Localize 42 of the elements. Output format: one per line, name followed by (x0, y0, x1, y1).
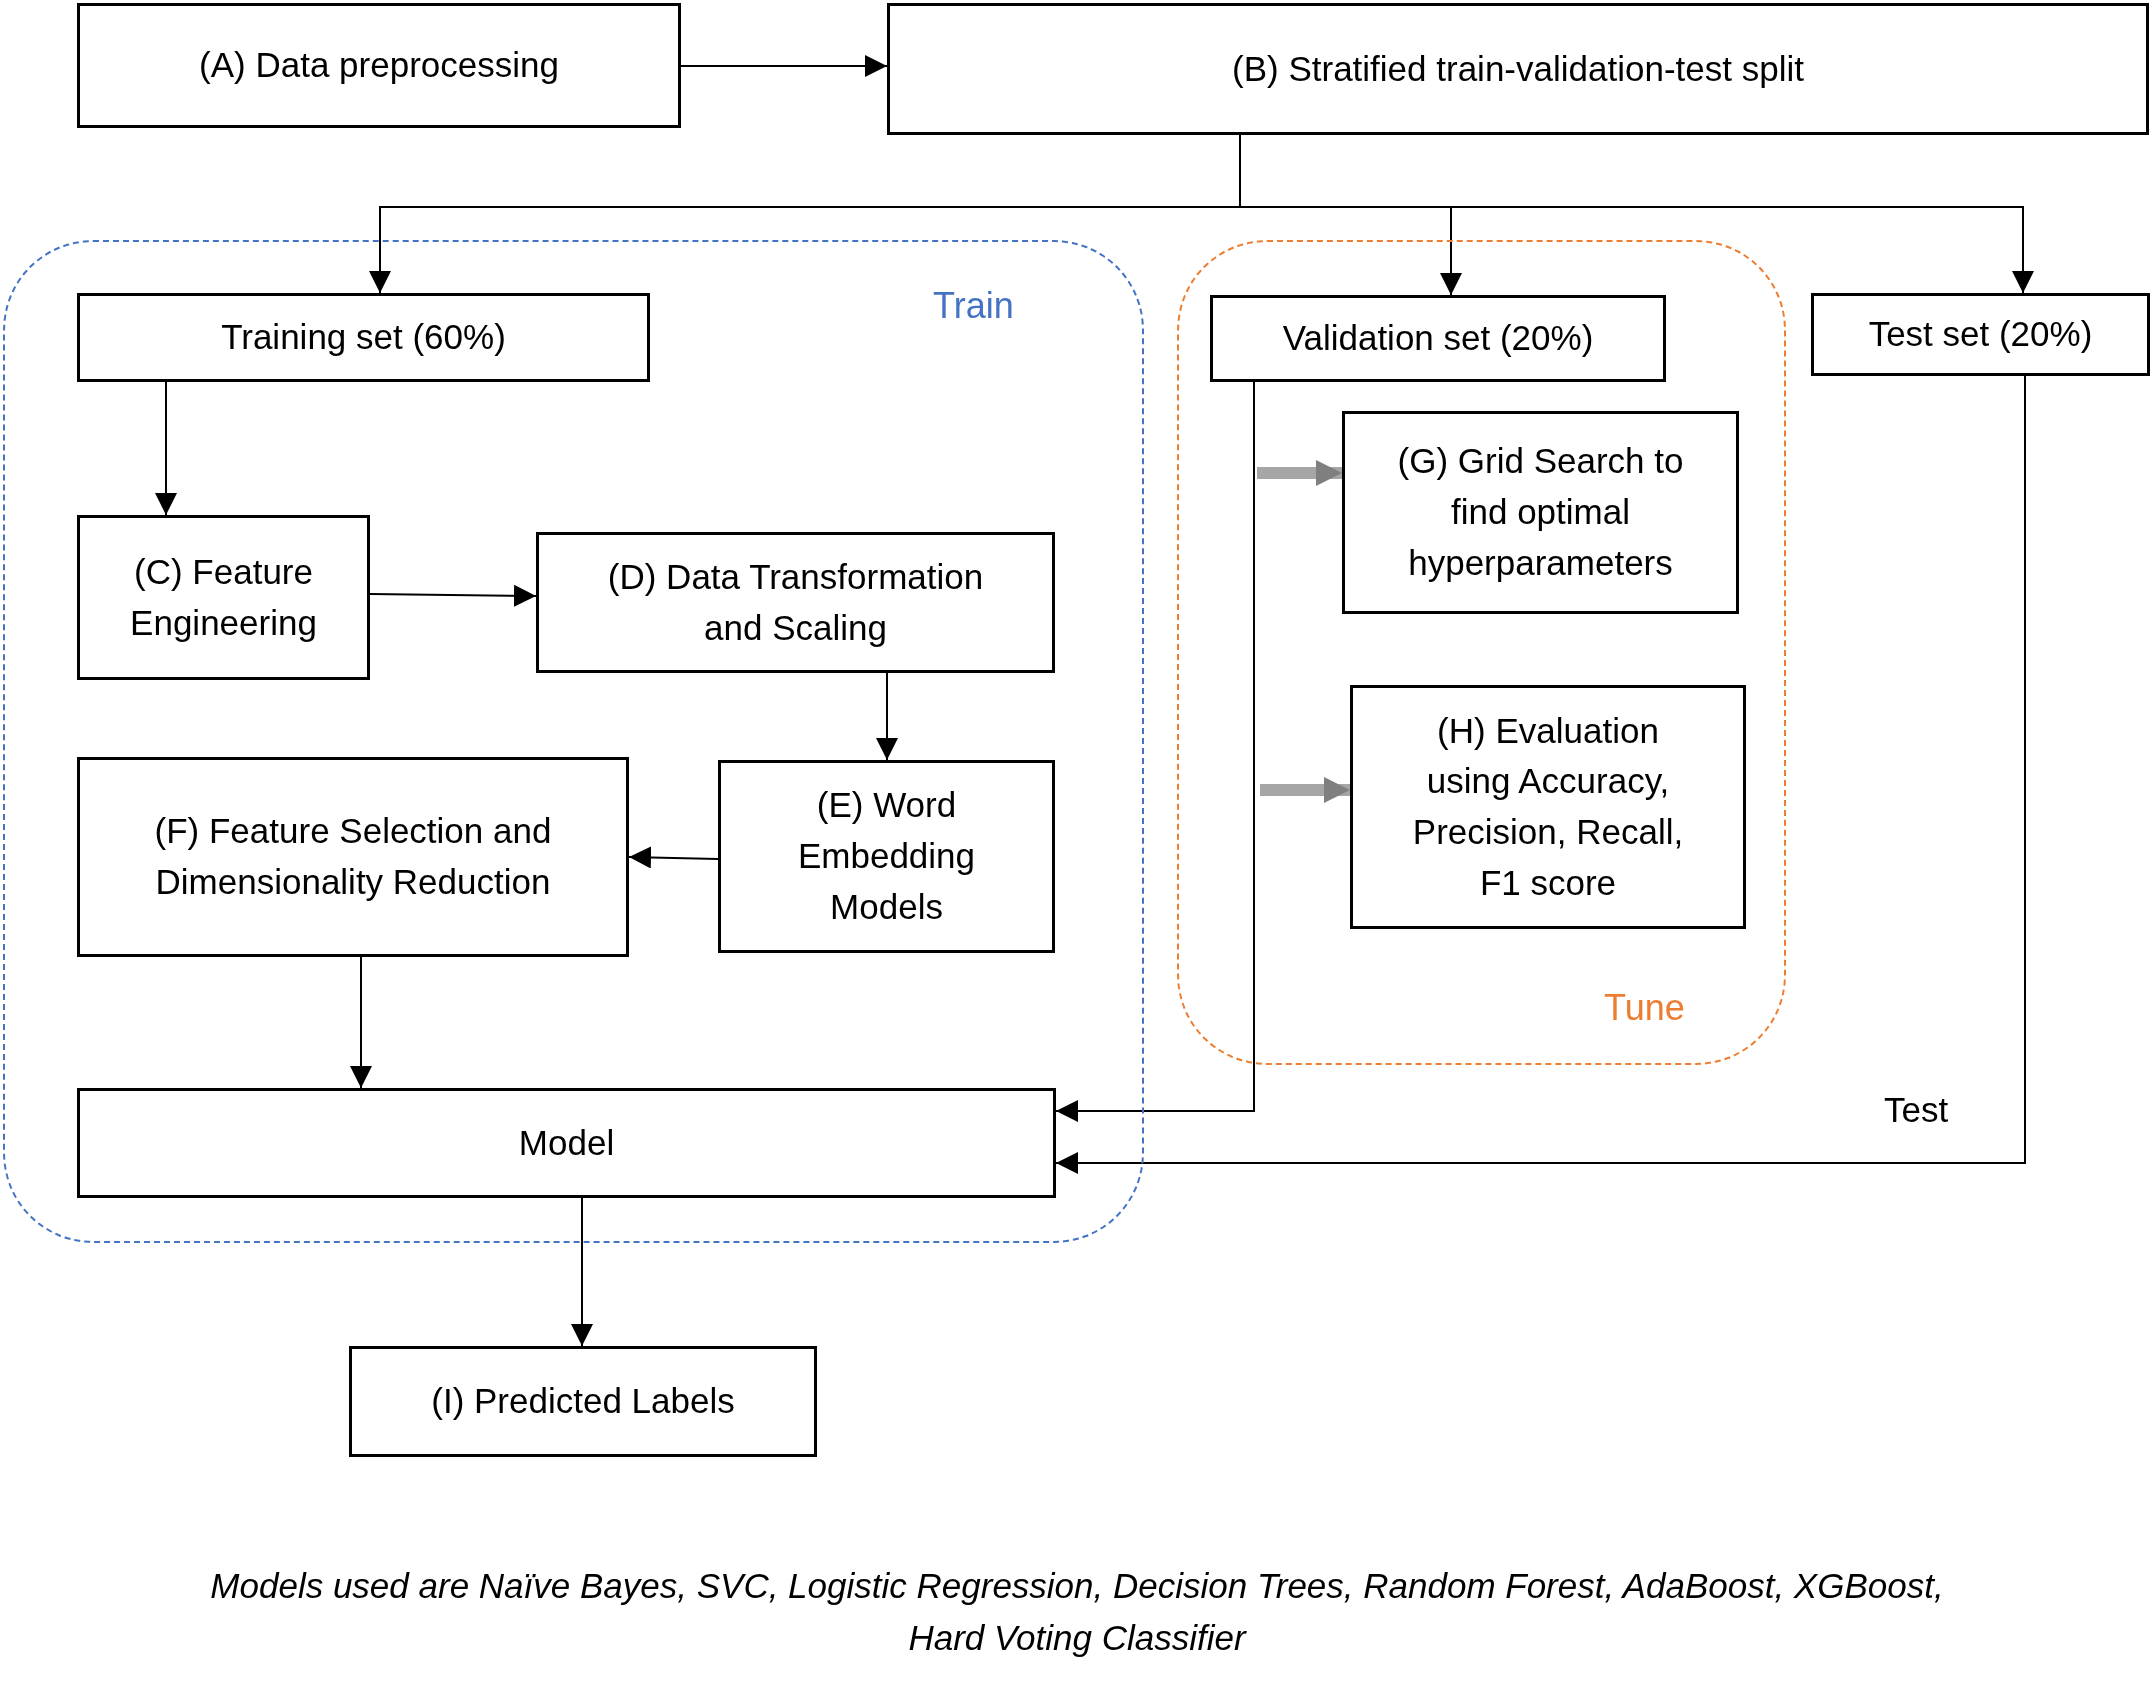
box-label: (H) Evaluation using Accuracy, Precision, Recall, F1 score (1411, 709, 1685, 904)
box-label: (D) Data Transformation and Scaling (606, 555, 985, 649)
arrow (155, 381, 177, 516)
arrow (680, 55, 888, 77)
process-box (1811, 293, 2150, 376)
box-label: Test set (20%) (1867, 313, 2094, 356)
arrow (1055, 381, 1255, 1122)
box-label: (A) Data preprocessing (198, 44, 560, 87)
process-box (1342, 411, 1739, 614)
process-box (77, 293, 650, 382)
group-region (1177, 240, 1786, 1065)
region-label: Tune (1604, 986, 1685, 1030)
box-label: Training set (60%) (220, 316, 507, 359)
arrow (571, 1197, 593, 1347)
process-box (349, 1346, 817, 1457)
box-label: (I) Predicted Labels (430, 1380, 736, 1423)
process-box (718, 760, 1055, 953)
process-box (77, 515, 370, 680)
group-region (3, 240, 1144, 1243)
arrow (369, 584, 537, 607)
arrow (628, 846, 719, 869)
region-label: Train (933, 284, 1014, 328)
block-arrow (1257, 460, 1342, 486)
process-box (1210, 295, 1666, 382)
caption: Models used are Naïve Bayes, SVC, Logistic Regression, Decision Trees, Random Forest, AdaBoost, XGBoost, Hard Voting Classifier (209, 1565, 1945, 1659)
arrow (350, 956, 372, 1089)
box-label: (E) Word Embedding Models (796, 784, 977, 928)
box-label: (B) Stratified train-validation-test split (1231, 47, 1805, 90)
box-label: Model (517, 1121, 616, 1164)
box-label: (G) Grid Search to find optimal hyperparameters (1396, 440, 1685, 584)
box-label: (C) Feature Engineering (129, 550, 318, 644)
box-label: Validation set (20%) (1281, 317, 1595, 360)
process-box (77, 757, 629, 957)
arrow (876, 672, 898, 761)
process-box (1350, 685, 1746, 929)
arrow (1055, 375, 2026, 1174)
block-arrow (1260, 777, 1350, 803)
process-box (77, 3, 681, 128)
process-box (887, 3, 2149, 135)
process-box (77, 1088, 1056, 1198)
process-box (536, 532, 1055, 673)
box-label: (F) Feature Selection and Dimensionality Reduction (153, 810, 553, 903)
